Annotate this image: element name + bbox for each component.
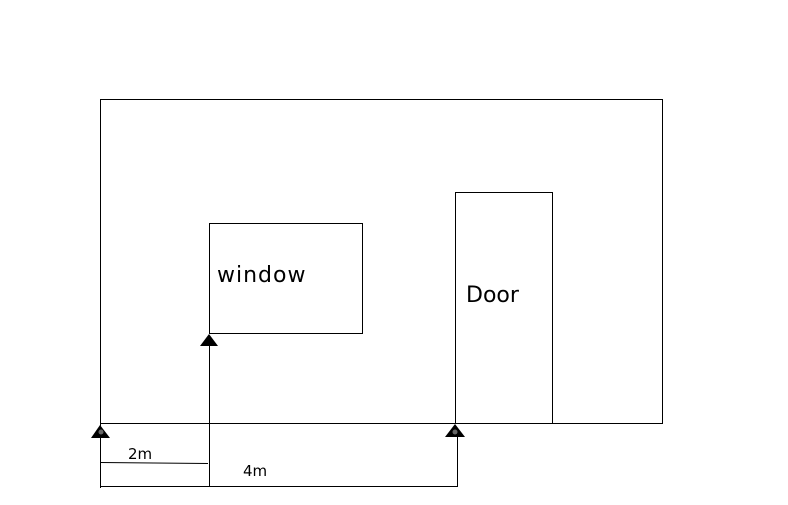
window-rectangle (209, 223, 363, 334)
dimension-label-2m: 2m (128, 445, 152, 463)
dimension-line-2m (99, 462, 209, 464)
door-rectangle (455, 192, 553, 424)
triangle-marker-icon (445, 424, 465, 437)
door-label: Door (466, 283, 520, 308)
dimension-label-4m: 4m (243, 462, 267, 480)
window-label: window (217, 263, 306, 288)
triangle-marker-icon (200, 334, 218, 346)
triangle-marker-icon (91, 425, 110, 438)
wall-outline (100, 99, 663, 424)
